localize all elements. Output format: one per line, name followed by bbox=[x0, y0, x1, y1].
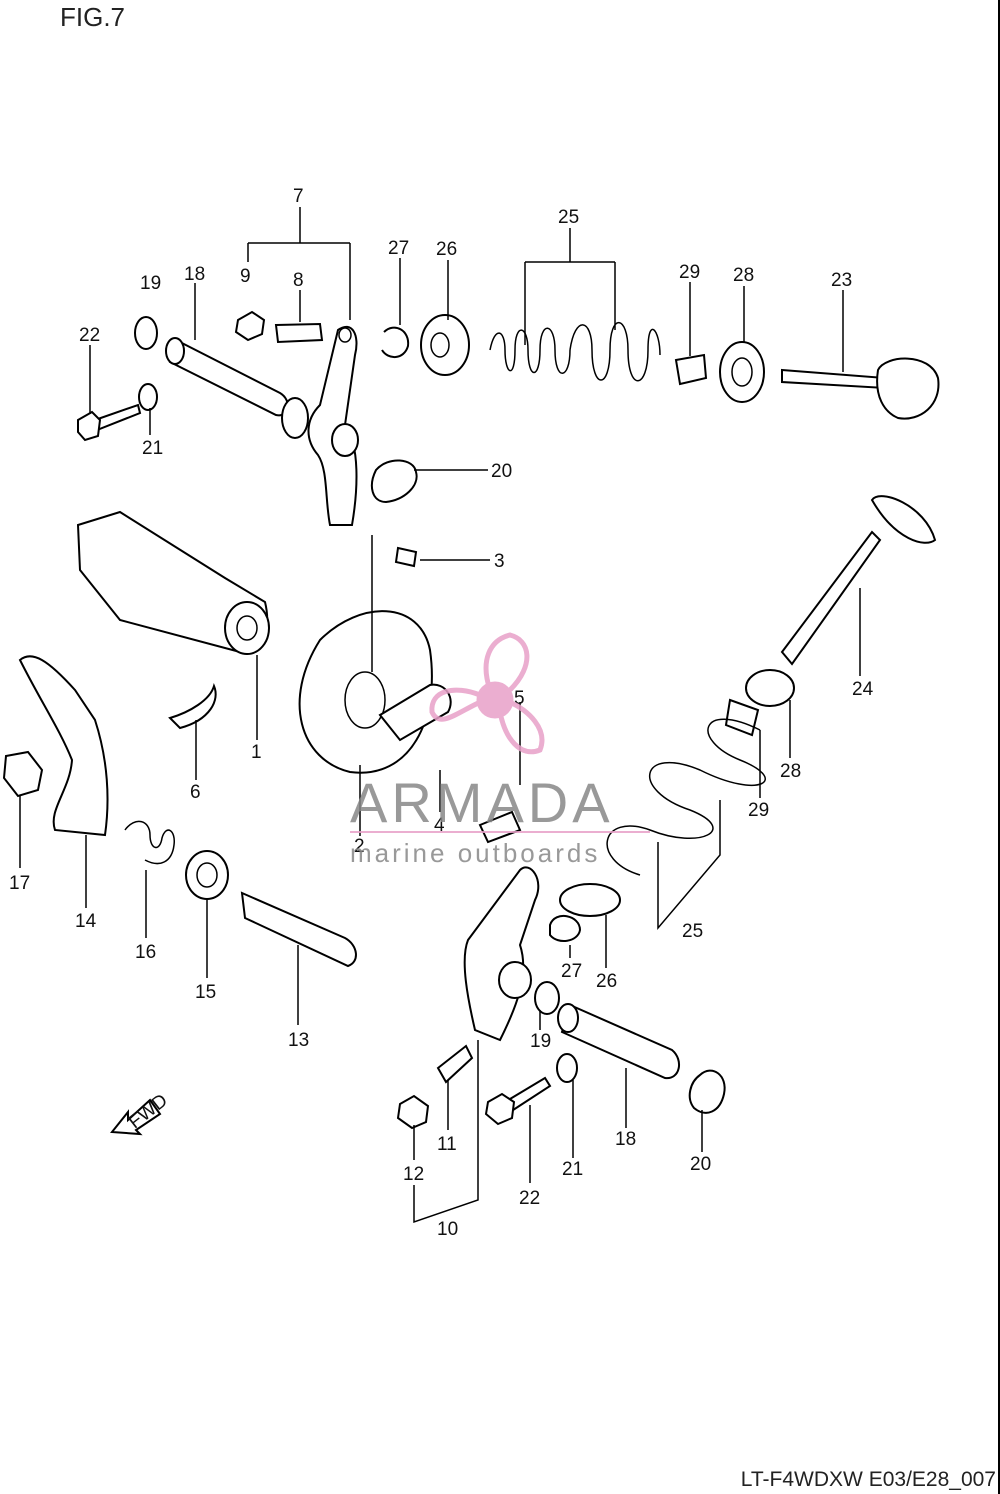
part-18-rocker-shaft-upper bbox=[165, 337, 309, 439]
callout-16: 16 bbox=[135, 942, 156, 963]
callout-26-lower: 26 bbox=[596, 971, 617, 992]
part-8-adjust-screw-upper bbox=[274, 322, 324, 344]
callout-27-lower: 27 bbox=[561, 961, 582, 982]
part-20-gasket-lower bbox=[688, 1069, 726, 1114]
callout-8: 8 bbox=[293, 270, 304, 291]
callout-20-upper: 20 bbox=[491, 461, 512, 482]
callout-10: 10 bbox=[437, 1219, 458, 1240]
callout-labels: 7 9 8 27 26 25 29 28 23 19 18 22 21 20 3… bbox=[9, 186, 874, 1240]
part-18-rocker-shaft-lower bbox=[557, 1003, 681, 1080]
callout-11: 11 bbox=[437, 1134, 457, 1155]
callout-19-lower: 19 bbox=[530, 1031, 551, 1052]
part-13-decomp-shaft bbox=[240, 891, 357, 968]
callout-28-upper: 28 bbox=[733, 265, 754, 286]
leader-lines bbox=[19, 207, 861, 1224]
callout-21-upper: 21 bbox=[142, 438, 163, 459]
part-14-decomp-lever bbox=[18, 655, 109, 837]
fwd-label: FWD bbox=[125, 1090, 172, 1133]
callout-2: 2 bbox=[354, 836, 365, 857]
part-5-bolt bbox=[478, 810, 522, 844]
callout-29-lower: 29 bbox=[748, 800, 769, 821]
part-28-spring-seat-upper bbox=[719, 341, 765, 403]
callout-18-lower: 18 bbox=[615, 1129, 636, 1150]
callout-22-upper: 22 bbox=[79, 325, 100, 346]
part-23-valve-upper bbox=[781, 357, 940, 420]
part-10-rocker-arm-lower bbox=[463, 866, 540, 1042]
callout-28-lower: 28 bbox=[780, 761, 801, 782]
callout-29-upper: 29 bbox=[679, 262, 700, 283]
callout-18-upper: 18 bbox=[184, 264, 205, 285]
callout-17: 17 bbox=[9, 873, 30, 894]
part-26-retainer-lower bbox=[559, 883, 621, 917]
part-25-valve-springs-upper bbox=[489, 321, 661, 382]
part-15-bearing bbox=[185, 850, 229, 900]
part-26-retainer-upper bbox=[420, 314, 470, 376]
callout-20-lower: 20 bbox=[690, 1154, 711, 1175]
callout-23: 23 bbox=[831, 270, 852, 291]
callout-25-lower: 25 bbox=[682, 921, 703, 942]
callout-6: 6 bbox=[190, 782, 201, 803]
part-3-dowel-pin bbox=[394, 546, 418, 568]
callout-14: 14 bbox=[75, 911, 97, 932]
part-27-cotter-upper bbox=[381, 326, 410, 358]
part-29-valve-seal-upper bbox=[674, 353, 708, 386]
part-24-valve-lower bbox=[780, 495, 937, 666]
callout-7: 7 bbox=[293, 186, 304, 207]
part-28-spring-seat-lower bbox=[745, 669, 795, 707]
callout-13: 13 bbox=[288, 1030, 309, 1051]
part-20-gasket-upper bbox=[370, 459, 418, 504]
callout-3: 3 bbox=[494, 551, 505, 572]
callout-27-upper: 27 bbox=[388, 238, 409, 259]
part-9-nut-upper bbox=[234, 310, 266, 342]
watermark-brand: ARMADA bbox=[350, 771, 614, 834]
part-22-bolt-lower bbox=[484, 1076, 552, 1126]
part-21-washer-lower bbox=[556, 1053, 578, 1083]
part-7-rocker-arm-upper bbox=[307, 325, 359, 526]
callout-22-lower: 22 bbox=[519, 1188, 540, 1209]
callout-4: 4 bbox=[434, 815, 445, 836]
part-12-nut-lower bbox=[396, 1094, 430, 1130]
part-27-cotter-lower bbox=[549, 915, 582, 942]
part-22-bolt-upper bbox=[77, 403, 142, 442]
callout-25-upper: 25 bbox=[558, 207, 579, 228]
part-17-nut bbox=[2, 750, 44, 798]
part-16-spring bbox=[124, 820, 175, 865]
callout-21-lower: 21 bbox=[562, 1159, 583, 1180]
part-2-cam-sprocket bbox=[298, 610, 433, 774]
part-29-valve-seal-lower bbox=[724, 698, 760, 737]
part-1-camshaft bbox=[76, 510, 270, 655]
right-border bbox=[998, 0, 1000, 1494]
callout-5: 5 bbox=[514, 688, 525, 709]
figure-title: FIG.7 bbox=[60, 2, 126, 32]
watermark-tagline: marine outboards bbox=[350, 838, 600, 868]
callout-15: 15 bbox=[195, 982, 216, 1003]
callout-1: 1 bbox=[251, 742, 262, 763]
diagram-code: LT-F4WDXW E03/E28_007 bbox=[740, 1468, 996, 1491]
part-25-valve-springs-lower bbox=[606, 718, 766, 876]
propeller-logo-icon bbox=[429, 632, 545, 755]
armada-watermark: ARMADA marine outboards bbox=[350, 632, 650, 868]
callout-19-upper: 19 bbox=[140, 273, 161, 294]
callout-24: 24 bbox=[852, 679, 874, 700]
part-19-o-ring-lower bbox=[534, 981, 560, 1015]
callout-12: 12 bbox=[403, 1164, 424, 1185]
part-19-o-ring-upper bbox=[134, 316, 158, 350]
callout-9: 9 bbox=[240, 266, 251, 287]
part-21-washer-upper bbox=[138, 383, 158, 411]
fwd-arrow-icon: FWD bbox=[110, 1090, 172, 1136]
callout-26-upper: 26 bbox=[436, 239, 457, 260]
part-11-adjust-screw-lower bbox=[436, 1044, 474, 1084]
part-6-pin-clip bbox=[168, 683, 217, 730]
